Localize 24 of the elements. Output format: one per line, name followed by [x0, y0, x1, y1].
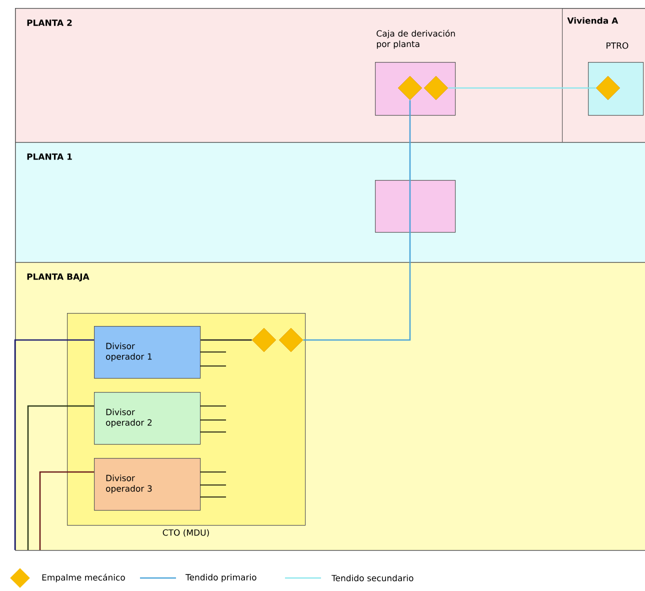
cable-line — [448, 87, 596, 89]
cable-line — [14, 339, 94, 550]
splice-diamond — [596, 76, 620, 100]
splice-diamond — [278, 328, 304, 352]
legend-text: Tendido secundario — [332, 574, 414, 582]
floor-band: PLANTA 1 — [15, 142, 645, 263]
cable-line — [409, 100, 411, 180]
cable-line — [27, 405, 94, 550]
splitter-box: Divisor operador 3 — [94, 458, 201, 511]
splitter-box: Divisor operador 1 — [94, 326, 201, 379]
node-label: PTRO — [606, 42, 628, 49]
cable-line — [200, 339, 252, 341]
junction-box: PTRO — [588, 42, 644, 116]
junction-box — [375, 180, 456, 233]
node-label: Caja de derivación por planta — [376, 30, 455, 49]
splitter-box: Divisor operador 2 — [94, 392, 201, 445]
splice-diamond — [424, 76, 448, 100]
splice-diamond — [252, 328, 276, 352]
splice-diamond — [398, 76, 422, 100]
node-label: CTO (MDU) — [162, 529, 209, 537]
legend-text: Empalme mecánico — [42, 574, 125, 582]
cable-line — [303, 232, 411, 341]
cable-line — [39, 471, 94, 550]
legend-text: Tendido primario — [186, 574, 256, 582]
